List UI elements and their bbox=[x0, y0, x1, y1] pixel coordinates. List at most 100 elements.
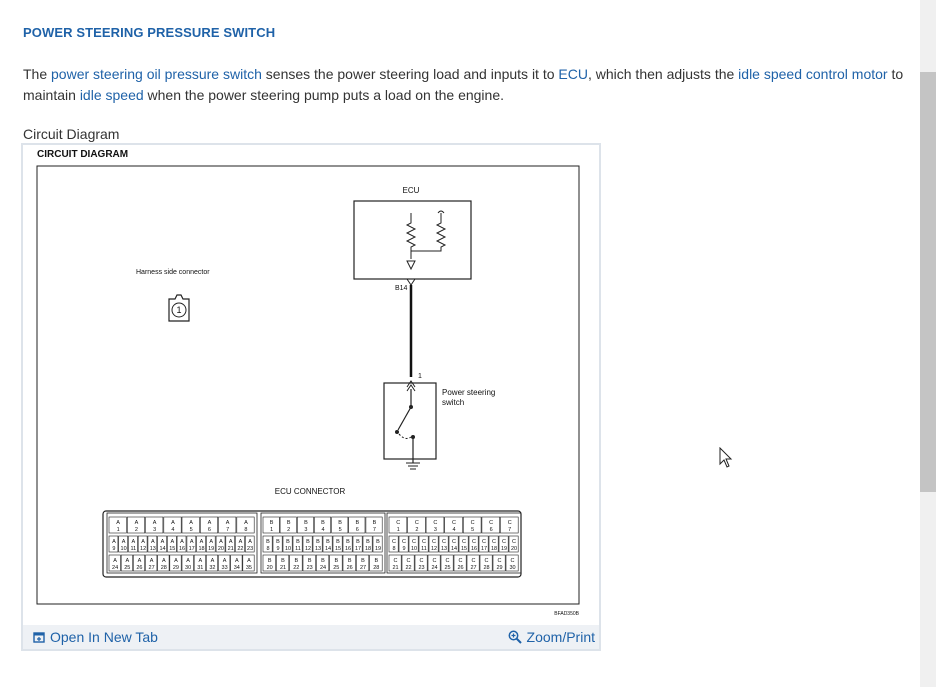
circuit-diagram-image[interactable]: CIRCUIT DIAGRAM ECU B14 1 bbox=[23, 145, 599, 625]
connector-pin bbox=[157, 535, 167, 553]
connector-pin-letter: B bbox=[276, 539, 280, 545]
pin-b14-label: B14 bbox=[395, 285, 408, 292]
ecu-box bbox=[353, 200, 472, 280]
connector-pin-number: 30 bbox=[509, 565, 515, 571]
harness-label: Harness side connector bbox=[136, 269, 210, 276]
connector-pin-number: 24 bbox=[112, 565, 118, 571]
connector-pin-number: 23 bbox=[247, 546, 253, 552]
connector-pin bbox=[315, 554, 330, 572]
connector-pin-letter: C bbox=[396, 520, 400, 526]
link-power-steering-oil-pressure-switch[interactable]: power steering oil pressure switch bbox=[51, 66, 262, 82]
connector-pin-letter: C bbox=[452, 520, 456, 526]
connector-pin bbox=[145, 554, 158, 572]
connector-pin-number: 22 bbox=[293, 565, 299, 571]
connector-pin-letter: C bbox=[432, 539, 436, 545]
connector-pin bbox=[466, 554, 480, 572]
connector-pin-number: 15 bbox=[335, 546, 341, 552]
connector-pin-letter: B bbox=[286, 539, 290, 545]
connector-pin-letter: A bbox=[189, 520, 193, 526]
zoom-print-link[interactable]: Zoom/Print bbox=[508, 629, 595, 645]
connector-pin bbox=[418, 535, 429, 553]
zoom-print-label: Zoom/Print bbox=[526, 629, 595, 645]
connector-pin-number: 19 bbox=[208, 546, 214, 552]
connector-pin bbox=[292, 535, 303, 553]
connector-pin-letter: A bbox=[226, 520, 230, 526]
connector-pin-number: 20 bbox=[218, 546, 224, 552]
connector-pin-letter: C bbox=[392, 539, 396, 545]
connector-pin-letter: A bbox=[141, 539, 145, 545]
connector-pin bbox=[176, 535, 187, 553]
connector-pin bbox=[279, 516, 297, 534]
connector-pin bbox=[398, 535, 409, 553]
connector-pin-number: 17 bbox=[355, 546, 361, 552]
connector-pin-number: 8 bbox=[266, 546, 269, 552]
connector-pin-number: 12 bbox=[140, 546, 146, 552]
connector-pin-number: 21 bbox=[280, 565, 286, 571]
open-in-new-tab-icon bbox=[33, 632, 45, 643]
connector-pin-letter: B bbox=[306, 539, 310, 545]
connector-pin-number: 28 bbox=[161, 565, 167, 571]
connector-pin-letter: A bbox=[239, 539, 243, 545]
connector-pin-number: 5 bbox=[471, 527, 474, 533]
connector-pin-number: 26 bbox=[136, 565, 142, 571]
connector-pin-number: 24 bbox=[320, 565, 326, 571]
connector-pin bbox=[331, 516, 349, 534]
connector-pin-number: 9 bbox=[112, 546, 115, 552]
circuit-diagram-figure: CIRCUIT DIAGRAM ECU B14 1 bbox=[21, 143, 601, 651]
connector-pin-number: 13 bbox=[315, 546, 321, 552]
zoom-icon bbox=[508, 630, 522, 644]
connector-pin bbox=[314, 516, 331, 534]
connector-pin bbox=[407, 516, 426, 534]
connector-pin bbox=[302, 554, 316, 572]
figure-code: BFAD350B bbox=[554, 611, 579, 617]
connector-pin-letter: B bbox=[374, 558, 378, 564]
connector-pin-letter: B bbox=[376, 539, 380, 545]
connector-pin-letter: B bbox=[266, 539, 270, 545]
connector-pin-letter: C bbox=[472, 558, 476, 564]
connector-pin-letter: A bbox=[135, 520, 139, 526]
connector-pin-letter: C bbox=[433, 520, 437, 526]
link-idle-speed-control-motor[interactable]: idle speed control motor bbox=[738, 66, 888, 82]
connector-pin-number: 30 bbox=[185, 565, 191, 571]
link-idle-speed[interactable]: idle speed bbox=[79, 87, 144, 103]
connector-pin-number: 18 bbox=[491, 546, 497, 552]
open-in-new-tab-link[interactable]: Open In New Tab bbox=[33, 629, 158, 645]
connector-pin-number: 2 bbox=[415, 527, 418, 533]
connector-pin bbox=[147, 535, 158, 553]
switch-contact bbox=[395, 430, 399, 434]
ecu-connector-pins: A1A2A3A4A5A6A7A8A9A10A11A12A13A14A15A16A… bbox=[106, 512, 522, 574]
connector-pin bbox=[163, 516, 182, 534]
link-ecu[interactable]: ECU bbox=[558, 66, 588, 82]
resistor-icon bbox=[411, 213, 447, 252]
connector-pin-number: 12 bbox=[431, 546, 437, 552]
connector-pin-number: 4 bbox=[321, 527, 324, 533]
connector-pin-number: 23 bbox=[418, 565, 424, 571]
connector-pin bbox=[312, 535, 323, 553]
connector-pin-letter: A bbox=[190, 539, 194, 545]
scrollbar-thumb[interactable] bbox=[920, 72, 936, 492]
connector-pin bbox=[127, 516, 146, 534]
connector-pin bbox=[332, 535, 343, 553]
connector-pin-letter: A bbox=[112, 539, 116, 545]
connector-pin-number: 15 bbox=[461, 546, 467, 552]
connector-pin-number: 21 bbox=[228, 546, 234, 552]
connector-pin-letter: A bbox=[219, 539, 223, 545]
connector-pin-letter: C bbox=[407, 558, 411, 564]
connector-pin-number: 22 bbox=[405, 565, 411, 571]
connector-pin bbox=[488, 535, 499, 553]
connector-pin-letter: A bbox=[248, 539, 252, 545]
connector-pin-letter: A bbox=[161, 539, 165, 545]
connector-pin-letter: B bbox=[321, 520, 325, 526]
connector-pin-letter: A bbox=[138, 558, 142, 564]
connector-pin-number: 4 bbox=[452, 527, 455, 533]
connector-pin bbox=[458, 535, 469, 553]
mouse-pointer-icon bbox=[719, 447, 733, 468]
connector-pin-letter: A bbox=[162, 558, 166, 564]
diode-icon bbox=[406, 260, 416, 271]
connector-pin-letter: A bbox=[171, 520, 175, 526]
vertical-scrollbar[interactable] bbox=[920, 0, 936, 687]
connector-pin-number: 28 bbox=[483, 565, 489, 571]
connector-pin bbox=[388, 535, 399, 553]
connector-pin-letter: C bbox=[394, 558, 398, 564]
connector-pin bbox=[505, 554, 519, 572]
